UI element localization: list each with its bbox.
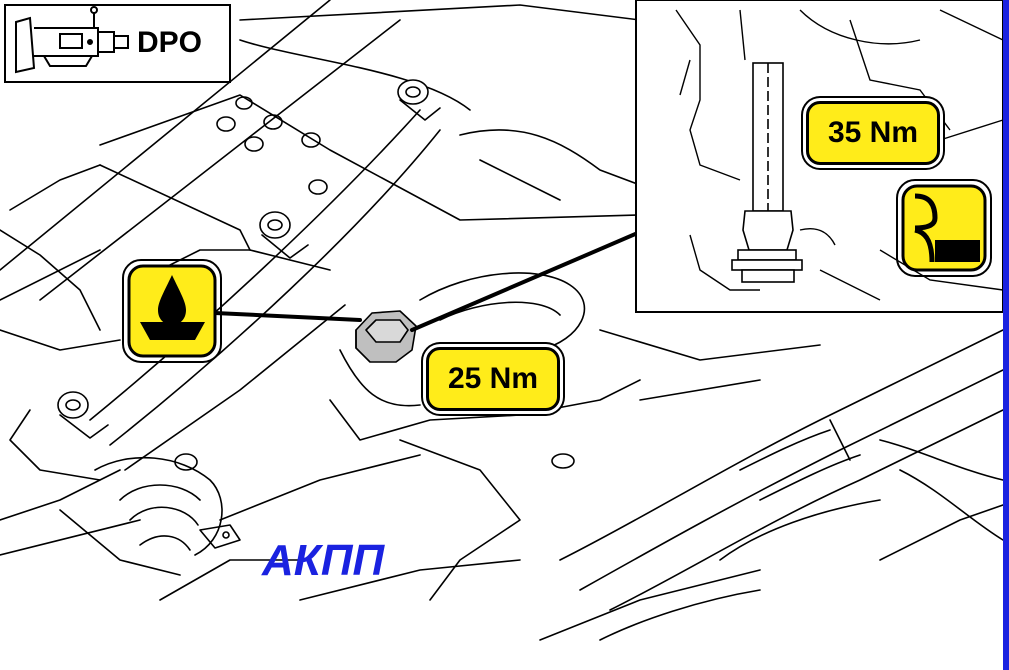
mounting-stud [397,79,441,121]
seal-profile-icon [896,179,992,277]
inset-bolt [731,62,803,283]
bolt-hole-cluster [216,96,328,195]
edge-bar [1003,0,1009,670]
oil-drop-icon [122,259,222,363]
torque-badge-inset-bolt: 35 Nm [806,101,940,165]
hose-bundle [539,329,1004,641]
cv-joint-boot [59,453,241,576]
transmission-label: АКПП [262,536,385,585]
mounting-stud [57,391,109,439]
model-code-label: DPO [137,26,203,59]
transmission-icon [4,4,231,83]
transmission-housing [159,272,641,601]
mounting-stud [259,211,309,259]
torque-badge-drain-plug: 25 Nm [426,347,560,411]
frame-rails [0,0,441,556]
drain-plug-bolt [355,310,417,363]
